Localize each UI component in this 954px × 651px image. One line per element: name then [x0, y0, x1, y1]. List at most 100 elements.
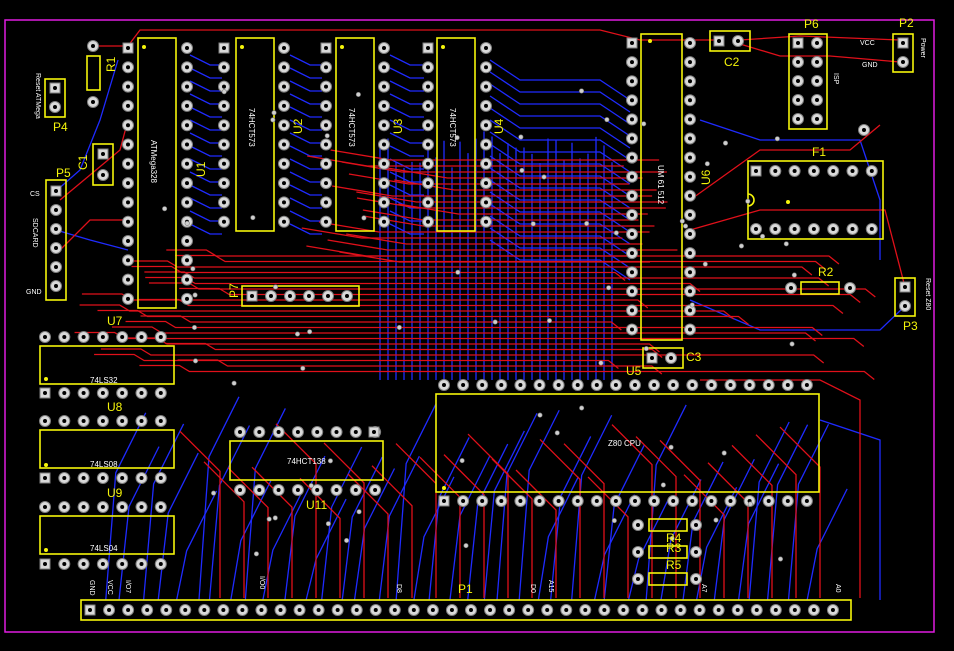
r5-pin-hole: [694, 577, 698, 581]
u5-pin-hole: [747, 383, 752, 387]
u3-pin-hole: [324, 123, 328, 128]
u6-pin-hole: [688, 41, 692, 45]
u6-pin-hole: [688, 212, 692, 217]
bottom-trace: [389, 184, 424, 196]
u4-pin-hole: [484, 200, 488, 205]
u8-pin-hole: [100, 419, 105, 423]
u3-pin-hole: [324, 65, 328, 70]
bottom-trace: [389, 67, 424, 79]
bottom-trace: [341, 456, 383, 601]
bottom-trace: [289, 106, 322, 118]
u5-pin-hole: [766, 499, 771, 503]
bottom-trace: [389, 106, 424, 118]
p1-pin-hole: [716, 608, 721, 612]
p1-pin-hole: [107, 608, 112, 612]
u6-pin-hole: [688, 117, 692, 122]
ref-r2: R2: [818, 265, 834, 279]
bottom-trace: [189, 80, 222, 92]
u11-pin-hole: [353, 430, 358, 434]
u5-pin-hole: [690, 383, 695, 387]
u5-pin-hole: [575, 383, 580, 387]
u1-pin-hole: [126, 200, 130, 205]
r4-outline: [648, 518, 688, 532]
bottom-trace: [289, 171, 322, 183]
p6-pin-hole: [815, 60, 819, 64]
u4-pin-hole: [426, 200, 430, 205]
u6-pin-hole: [630, 174, 634, 179]
u3-pin-hole: [382, 84, 386, 89]
u2-pin-hole: [282, 142, 286, 147]
u3-pin-hole: [324, 200, 328, 205]
top-trace: [341, 161, 667, 173]
p3-outline: [894, 277, 916, 317]
via: [231, 380, 237, 386]
f1-pin-hole: [754, 169, 758, 173]
u9-pin-hole: [139, 505, 144, 509]
via: [791, 272, 797, 278]
top-trace: [175, 254, 826, 271]
top-trace: [515, 469, 557, 598]
u8-pin-hole: [62, 476, 67, 480]
u1-pin-hole: [185, 103, 189, 108]
p6-pin-hole: [796, 60, 800, 64]
label-isp: ISP: [832, 73, 839, 85]
bottom-trace: [189, 93, 222, 105]
via: [193, 358, 199, 364]
p1-outline: [80, 599, 852, 621]
via: [273, 284, 279, 290]
p4-outline: [44, 78, 66, 118]
u7-pin-hole: [158, 391, 163, 395]
label-p1-d0: D0: [529, 584, 536, 593]
f1-pin-hole: [754, 227, 758, 231]
p1-pin-hole: [240, 608, 245, 612]
u8-pin-hole: [62, 419, 67, 423]
p6-pin-hole: [815, 117, 819, 121]
c1-pin-hole: [101, 152, 105, 156]
u6-pin-hole: [630, 79, 634, 84]
p1-pin-hole: [259, 608, 264, 612]
u4-pin-hole: [426, 123, 430, 128]
p1-pin-hole: [830, 608, 835, 612]
u2-pin-hole: [282, 219, 286, 224]
u11-pin-hole: [238, 430, 242, 434]
u2-pin-hole: [282, 161, 286, 166]
bottom-trace: [198, 396, 240, 601]
top-trace: [139, 364, 875, 381]
bottom-trace: [289, 210, 322, 222]
u5-pin-hole: [690, 499, 695, 503]
bottom-trace: [289, 158, 322, 170]
u1-pin-hole: [185, 239, 189, 243]
via: [271, 110, 277, 116]
p1-pin-hole: [526, 608, 531, 612]
top-trace: [563, 443, 605, 598]
bottom-trace: [489, 119, 631, 161]
u5-pin-hole: [652, 383, 657, 387]
u6-pin-hole: [688, 270, 692, 275]
u9-pin-hole: [62, 505, 67, 509]
label-u2: 74HCT573: [247, 108, 256, 147]
u6-outline: [640, 33, 683, 341]
p1-pin-hole: [773, 608, 778, 612]
bottom-trace: [645, 404, 687, 601]
u7-pin-hole: [62, 335, 67, 339]
u5-pin-hole: [652, 499, 657, 503]
via: [713, 517, 719, 523]
bottom-trace: [321, 446, 363, 601]
pin1-marker: [648, 39, 652, 43]
p4-pin-hole: [53, 86, 57, 90]
ref-p3: P3: [903, 319, 918, 333]
ref-p4: P4: [53, 120, 68, 134]
top-trace: [165, 342, 663, 359]
label-reset-z80: Reset Z80: [924, 278, 931, 310]
u5-pin-hole: [594, 383, 599, 387]
bottom-trace: [489, 59, 631, 101]
ref-p5: P5: [56, 166, 71, 180]
p6-pin-hole: [796, 79, 800, 83]
p6-pin-hole: [796, 117, 800, 121]
u1-pin-hole: [185, 277, 189, 282]
c1-pin-hole: [101, 173, 105, 177]
ref-p1: P1: [458, 582, 473, 596]
u5-pin-hole: [804, 383, 809, 387]
u3-pin-hole: [382, 142, 386, 147]
top-trace: [100, 348, 825, 364]
